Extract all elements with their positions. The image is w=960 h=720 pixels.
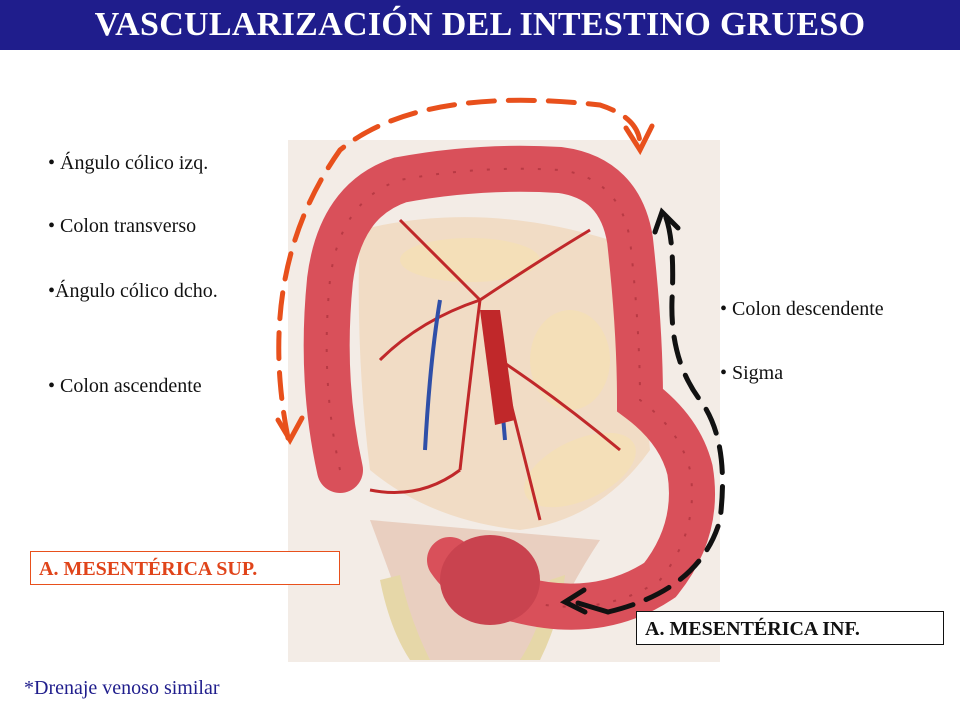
inferior-arrowhead-top — [652, 207, 681, 235]
inferior-arrowhead-bottom — [559, 587, 588, 615]
bullet-colon-transverso: • Colon transverso — [48, 215, 197, 237]
label-mesenterica-superior: A. MESENTÉRICA SUP. — [30, 551, 340, 585]
venous-drainage-note: *Drenaje venoso similar — [24, 677, 220, 699]
inferior-mesenteric-arrow — [605, 212, 725, 615]
page-title: VASCULARIZACIÓN DEL INTESTINO GRUESO — [94, 6, 866, 43]
superior-arrowhead-top — [623, 123, 655, 156]
bullet-colon-ascendente: • Colon ascendente — [48, 375, 202, 397]
title-bar — [0, 0, 960, 50]
inferior-arrow-tail — [575, 600, 611, 615]
label-mesenterica-inferior: A. MESENTÉRICA INF. — [636, 611, 944, 645]
superior-arrowhead-bottom — [275, 415, 305, 446]
rectum — [440, 535, 540, 625]
small-intestine-lower — [524, 432, 636, 508]
arteries — [369, 218, 621, 521]
bullet-colon-descendente: • Colon descendente — [720, 298, 884, 320]
colon-haustra — [325, 167, 693, 608]
bullet-angulo-colico-izq: • Ángulo cólico izq. — [48, 152, 209, 174]
superior-mesenteric-arrow — [276, 97, 643, 441]
pelvic-bone-left — [380, 575, 430, 660]
small-intestine-right — [530, 310, 610, 410]
bullet-sigma: • Sigma — [720, 362, 784, 384]
aorta — [480, 310, 515, 425]
small-intestine-upper — [400, 238, 540, 282]
bullet-angulo-colico-dcho: •Ángulo cólico dcho. — [48, 280, 218, 302]
